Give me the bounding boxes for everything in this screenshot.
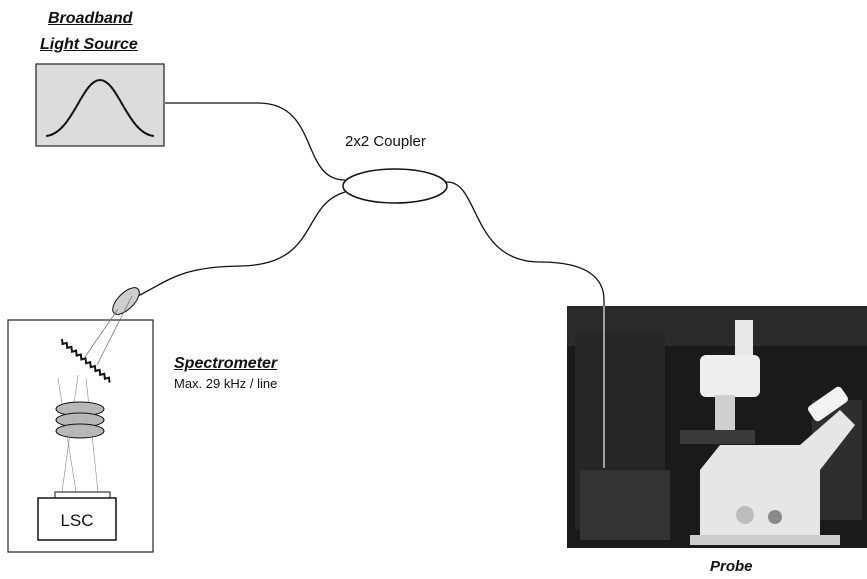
microscope-photo — [567, 306, 867, 548]
fiber-coupler-to-spectrometer — [138, 192, 345, 296]
spectrometer-subtitle: Max. 29 kHz / line — [174, 376, 277, 391]
light-source-title-line1: Broadband — [48, 10, 132, 28]
spectrometer-title: Spectrometer — [174, 355, 277, 373]
fiber-source-to-coupler — [165, 103, 345, 180]
coupler-label: 2x2 Coupler — [345, 133, 426, 150]
detector-window — [55, 492, 110, 498]
coupler-ellipse — [343, 169, 447, 203]
light-source-title-line2: Light Source — [40, 36, 138, 54]
collimator-lens — [108, 283, 143, 318]
probe-label: Probe — [710, 558, 753, 575]
light-source-box — [36, 64, 164, 146]
lsc-label: LSC — [38, 511, 116, 531]
focusing-lens-stack — [56, 402, 104, 438]
